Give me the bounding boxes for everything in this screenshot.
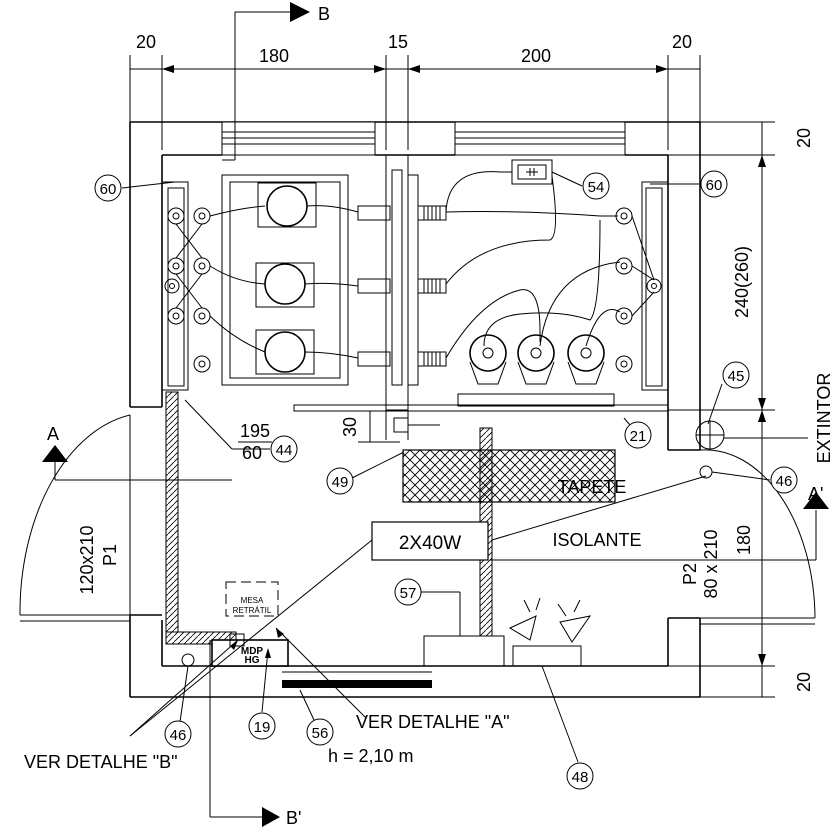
- section-marker-a-prime: A': [490, 484, 829, 561]
- dim-top-20-left: 20: [136, 32, 156, 52]
- top-dimension-chain: 20 180 15 200 20: [129, 32, 701, 150]
- extinguisher-label: EXTINTOR: [814, 373, 834, 464]
- cell-partition: 30: [293, 404, 669, 443]
- door-p2: [699, 449, 816, 619]
- svg-text:19: 19: [254, 719, 271, 736]
- insulating-mat: [402, 449, 616, 503]
- insulator-panel-right: [615, 181, 669, 391]
- section-label-b-prime: B': [286, 808, 301, 828]
- dim-right-240-260: 240(260): [732, 246, 752, 318]
- mat-label-line2: ISOLANTE: [552, 530, 641, 550]
- callout-48: 48: [566, 762, 594, 790]
- bottom-window: [282, 680, 432, 688]
- door-p1-label: P1: [100, 544, 120, 566]
- dim-right-20-top: 20: [794, 128, 814, 148]
- table-label-line2: RETRÁTIL: [233, 606, 272, 615]
- leader-lines: [121, 171, 771, 763]
- callout-45: 45: [722, 361, 750, 389]
- callout-60-right: 60: [700, 170, 728, 198]
- door-p2-label: P2: [680, 563, 700, 585]
- callout-49: 49: [326, 467, 354, 495]
- panel-label-line1: MDP: [241, 646, 264, 657]
- dim-top-20-right: 20: [672, 32, 692, 52]
- svg-text:46: 46: [776, 473, 793, 490]
- detail-b-note: VER DETALHE "B": [24, 752, 177, 772]
- right-dimension-chain: 20 240(260) 180 20: [668, 121, 814, 698]
- svg-text:44: 44: [276, 442, 293, 459]
- section-marker-b-prime: B': [209, 640, 301, 828]
- callout-56: 56: [306, 718, 334, 746]
- panel-label-line2: HG: [245, 655, 260, 666]
- emergency-lights: [508, 597, 592, 643]
- equipment-box-57: [423, 635, 505, 667]
- section-label-b: B: [318, 4, 330, 24]
- svg-text:57: 57: [400, 585, 417, 602]
- svg-text:60: 60: [706, 177, 723, 194]
- mat-label-line1: TAPETE: [558, 477, 627, 497]
- callout-46-left: 46: [164, 720, 192, 748]
- dim-right-20-bottom: 20: [794, 672, 814, 692]
- left-hatched-wall: [165, 391, 237, 645]
- callout-60-left: 60: [94, 174, 122, 202]
- equipment-box-48: [512, 645, 582, 667]
- dim-top-180: 180: [259, 46, 289, 66]
- ceiling-height-note: h = 2,10 m: [328, 746, 414, 766]
- table-label-line1: MESA: [241, 596, 264, 605]
- panel-fraction: 195 60: [238, 421, 272, 463]
- fraction-bottom: 60: [242, 443, 262, 463]
- luminaire-box: [371, 521, 489, 561]
- svg-text:48: 48: [572, 769, 589, 786]
- extinguisher-symbol: EXTINTOR: [695, 373, 834, 464]
- transformer-bay-right: [417, 159, 621, 407]
- detail-a-note: VER DETALHE "A": [356, 712, 509, 732]
- dim-step-30: 30: [340, 417, 360, 437]
- section-label-a-prime: A': [808, 484, 823, 504]
- section-label-a: A: [47, 424, 59, 444]
- svg-text:45: 45: [728, 368, 745, 385]
- callout-54: 54: [582, 172, 610, 200]
- dim-top-200: 200: [521, 46, 551, 66]
- central-divider: [385, 154, 440, 440]
- transformer-bay-left: [221, 174, 391, 386]
- svg-text:56: 56: [312, 725, 329, 742]
- svg-text:46: 46: [170, 727, 187, 744]
- callout-19: 19: [248, 712, 276, 740]
- callout-57: 57: [394, 578, 422, 606]
- fraction-top: 195: [240, 421, 270, 441]
- distribution-panel: MDP HG: [211, 633, 289, 667]
- section-marker-a: A: [42, 424, 232, 481]
- door-p2-size: 80 x 210: [701, 529, 721, 598]
- door-p1: [19, 414, 131, 616]
- section-marker-b: B: [222, 2, 330, 161]
- dim-right-180: 180: [734, 525, 754, 555]
- insulator-panel-left: [161, 181, 266, 391]
- svg-text:49: 49: [332, 474, 349, 491]
- svg-text:60: 60: [100, 181, 117, 198]
- callout-21: 21: [624, 421, 652, 449]
- door-p1-size: 120x210: [77, 525, 97, 594]
- svg-text:54: 54: [588, 179, 605, 196]
- dim-top-15: 15: [388, 32, 408, 52]
- lamp-left: [181, 653, 195, 667]
- bushing-group: [417, 205, 447, 367]
- callout-44: 44: [270, 435, 298, 463]
- luminaire-label: 2X40W: [399, 533, 461, 554]
- svg-text:21: 21: [630, 428, 647, 445]
- retractable-table: MESA RETRÁTIL: [225, 581, 279, 617]
- callout-46-right: 46: [770, 466, 798, 494]
